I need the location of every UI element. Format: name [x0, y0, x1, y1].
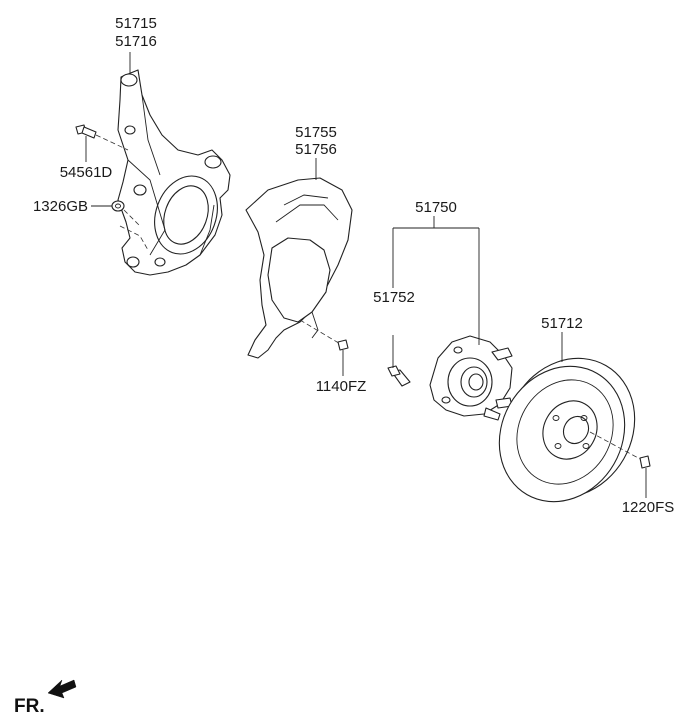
hub-bolt[interactable] [387, 335, 411, 387]
front-direction-label: FR. [14, 696, 45, 717]
label-disc-screw: 1220FS [622, 499, 675, 516]
label-disc: 51712 [541, 315, 583, 332]
label-hub-bolt: 51752 [373, 289, 415, 306]
front-direction-indicator: FR. [14, 679, 77, 717]
leader-hub-assembly [392, 216, 480, 345]
label-nut: 1326GB [33, 198, 88, 215]
label-screw: 1140FZ [316, 378, 367, 395]
front-direction-arrow-icon [47, 679, 77, 699]
brake-disc[interactable] [475, 335, 660, 525]
label-bolt: 54561D [60, 164, 113, 181]
label-knuckle-b: 51716 [115, 33, 157, 50]
label-dust-cover-a: 51755 [295, 124, 337, 141]
dust-cover-screw[interactable] [337, 339, 349, 376]
dust-cover[interactable] [245, 177, 353, 359]
label-dust-cover-b: 51756 [295, 141, 337, 158]
label-hub-assembly: 51750 [415, 199, 457, 216]
disc-screw[interactable] [639, 455, 651, 498]
label-knuckle-a: 51715 [115, 15, 157, 32]
steering-knuckle[interactable] [117, 69, 231, 276]
hub-bearing-assembly[interactable] [429, 335, 513, 421]
knuckle-bolt[interactable] [75, 124, 129, 151]
